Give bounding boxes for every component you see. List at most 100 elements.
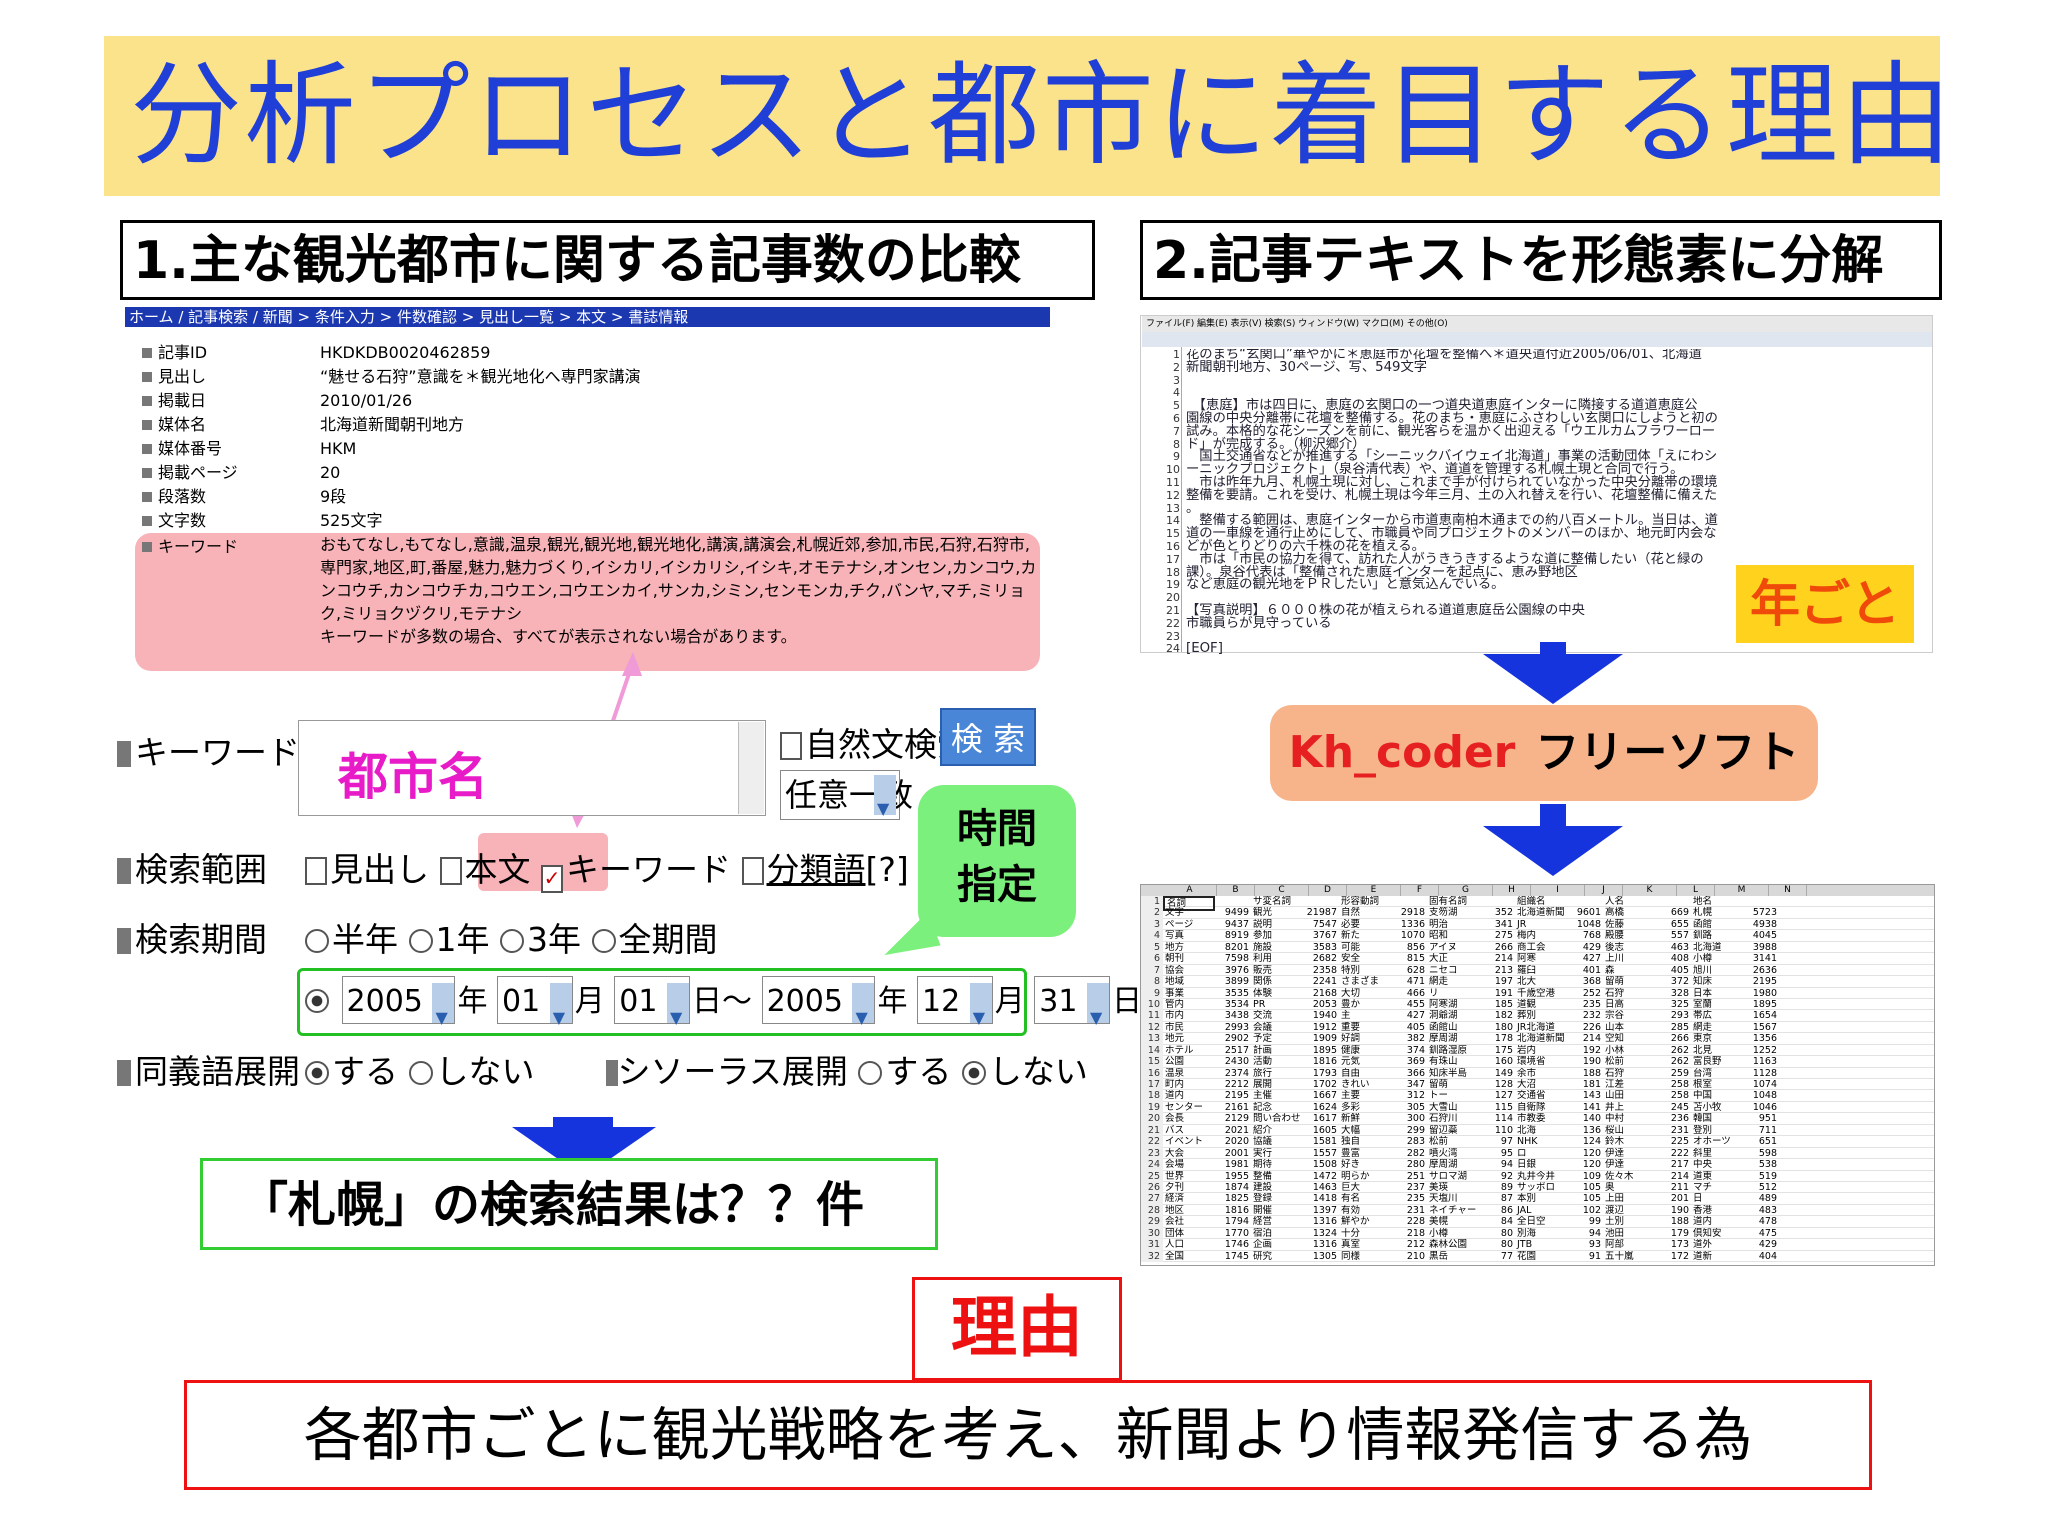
cell[interactable]: 213 <box>1494 964 1513 976</box>
cell[interactable]: 宿泊 <box>1253 1227 1273 1239</box>
cell[interactable]: 188 <box>1582 1067 1601 1079</box>
cell[interactable]: 摩周湖 <box>1429 1159 1458 1171</box>
cell[interactable]: 実行 <box>1253 1147 1273 1159</box>
cell[interactable]: 382 <box>1406 1033 1425 1045</box>
column-letter[interactable]: M <box>1715 885 1769 896</box>
cell[interactable]: 669 <box>1670 907 1689 919</box>
cell[interactable]: 主催 <box>1253 1090 1273 1102</box>
cell[interactable]: 369 <box>1406 1056 1425 1068</box>
cell[interactable]: 北海道 <box>1693 941 1722 953</box>
cell[interactable]: 紹介 <box>1253 1124 1273 1136</box>
cell[interactable]: 1895 <box>1312 1044 1337 1056</box>
column-letter[interactable]: K <box>1623 885 1677 896</box>
cell[interactable]: 予定 <box>1253 1033 1273 1045</box>
cell[interactable]: 93 <box>1588 1239 1601 1251</box>
cell[interactable]: 地域 <box>1165 976 1185 988</box>
cell[interactable]: 世界 <box>1165 1170 1185 1182</box>
cell[interactable]: 4045 <box>1752 930 1777 942</box>
cell[interactable]: ホテル <box>1165 1044 1194 1056</box>
cell[interactable]: 松前 <box>1605 1056 1625 1068</box>
cell[interactable]: 352 <box>1494 907 1513 919</box>
cell[interactable]: 江差 <box>1605 1079 1625 1090</box>
cell[interactable]: 92 <box>1500 1170 1513 1182</box>
cell[interactable]: 羅臼 <box>1517 964 1537 976</box>
cell[interactable]: 173 <box>1670 1239 1689 1251</box>
cell[interactable]: 富良野 <box>1693 1056 1722 1068</box>
year-from-select[interactable]: 2005 <box>341 976 456 1043</box>
cell[interactable]: 道内 <box>1165 1090 1185 1102</box>
cell[interactable]: 地元 <box>1165 1033 1185 1045</box>
cell[interactable]: 高橋 <box>1605 907 1625 919</box>
cell[interactable]: 1128 <box>1752 1067 1777 1079</box>
cell[interactable]: 利用 <box>1253 953 1273 965</box>
cell[interactable]: 489 <box>1758 1193 1777 1205</box>
cell[interactable]: 阿寒 <box>1517 953 1537 965</box>
cell[interactable]: 1046 <box>1752 1101 1777 1113</box>
cell[interactable]: 山田 <box>1605 1090 1625 1102</box>
cell[interactable]: 225 <box>1670 1136 1689 1148</box>
row-number[interactable]: 16 <box>1141 1067 1163 1080</box>
cell[interactable]: 室蘭 <box>1693 998 1713 1010</box>
cell[interactable]: 368 <box>1582 976 1601 988</box>
cell[interactable]: 経済 <box>1165 1193 1185 1205</box>
cell[interactable]: 経営 <box>1253 1216 1273 1228</box>
cell[interactable]: 275 <box>1494 930 1513 942</box>
cell[interactable]: 1980 <box>1752 987 1777 999</box>
cell[interactable]: 岩内 <box>1517 1044 1537 1056</box>
cell[interactable]: 3988 <box>1752 941 1777 953</box>
radio-selected-icon[interactable] <box>961 1061 986 1085</box>
cell[interactable]: 主 <box>1341 1010 1351 1022</box>
cell[interactable]: 同様 <box>1341 1250 1361 1262</box>
cell[interactable]: 120 <box>1582 1147 1601 1159</box>
cell[interactable]: 3976 <box>1224 964 1249 976</box>
cell[interactable]: 旅行 <box>1253 1067 1273 1079</box>
cell[interactable]: 84 <box>1500 1216 1513 1228</box>
cell[interactable]: 組織名 <box>1517 896 1546 907</box>
cell[interactable]: 台湾 <box>1693 1067 1713 1079</box>
cell[interactable]: バス <box>1165 1124 1185 1136</box>
cell[interactable]: 登録 <box>1253 1193 1273 1205</box>
cell[interactable]: 2195 <box>1752 976 1777 988</box>
cell[interactable]: 日高 <box>1605 998 1625 1010</box>
cell[interactable]: 1316 <box>1312 1216 1337 1228</box>
cell[interactable]: 安全 <box>1341 953 1361 965</box>
cell[interactable]: 町内 <box>1165 1079 1185 1090</box>
cell[interactable]: 管内 <box>1165 998 1185 1010</box>
cell[interactable]: 232 <box>1582 1010 1601 1022</box>
row-number[interactable]: 3 <box>1141 918 1163 931</box>
cell[interactable]: 新鮮 <box>1341 1113 1361 1125</box>
cell[interactable]: 豊か <box>1341 998 1361 1010</box>
cell[interactable]: 1305 <box>1312 1250 1337 1262</box>
cell[interactable]: 日本 <box>1693 987 1713 999</box>
cell[interactable]: 小林 <box>1605 1044 1625 1056</box>
cell[interactable]: 1745 <box>1224 1250 1249 1262</box>
cell[interactable]: 231 <box>1670 1124 1689 1136</box>
cell[interactable]: 北海 <box>1517 1124 1537 1136</box>
cell[interactable]: 地名 <box>1693 896 1713 907</box>
cell[interactable]: 地区 <box>1165 1204 1185 1216</box>
cell[interactable]: 1940 <box>1312 1010 1337 1022</box>
cell[interactable]: 160 <box>1494 1056 1513 1068</box>
cell[interactable]: アイヌ <box>1429 941 1458 953</box>
cell[interactable]: 石狩 <box>1605 987 1625 999</box>
row-number[interactable]: 8 <box>1141 976 1163 988</box>
cell[interactable]: 87 <box>1500 1193 1513 1205</box>
cell[interactable]: 2129 <box>1224 1113 1249 1125</box>
radio-selected-icon[interactable] <box>305 1061 329 1085</box>
cell[interactable]: 支笏湖 <box>1429 907 1458 919</box>
input-scrollbar[interactable] <box>738 722 764 814</box>
cell[interactable]: 282 <box>1406 1147 1425 1159</box>
cell[interactable]: 259 <box>1670 1067 1689 1079</box>
cell[interactable]: 中村 <box>1605 1113 1625 1125</box>
cell[interactable]: 5723 <box>1752 907 1777 919</box>
cell[interactable]: 91 <box>1588 1250 1601 1262</box>
cell[interactable]: 十分 <box>1341 1227 1361 1239</box>
cell[interactable]: 222 <box>1670 1147 1689 1159</box>
cell[interactable]: 函館 <box>1693 918 1713 930</box>
cell[interactable]: 1336 <box>1400 918 1425 930</box>
cell[interactable]: 235 <box>1582 998 1601 1010</box>
editor-toolbar[interactable] <box>1142 332 1932 347</box>
cell[interactable]: 開催 <box>1253 1204 1273 1216</box>
cell[interactable]: 401 <box>1582 964 1601 976</box>
cell[interactable]: 道外 <box>1693 1239 1713 1251</box>
